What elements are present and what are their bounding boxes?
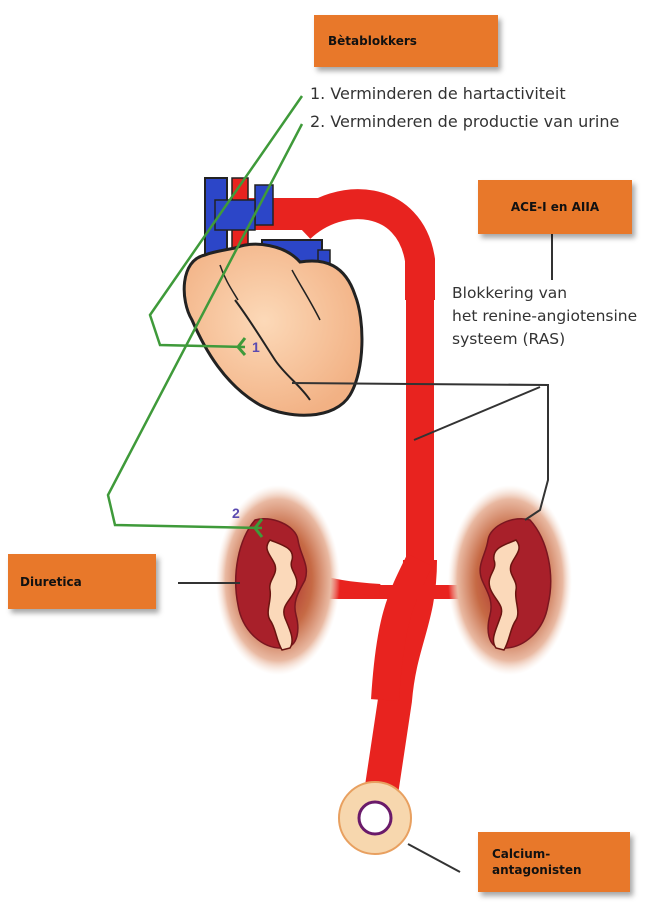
calcium-label: Calcium- antagonisten [478,832,630,892]
marker-kidney: 2 [232,505,240,521]
betablokkers-label-text: Bètablokkers [328,34,417,48]
calcium-label-line1: Calcium- [492,846,582,862]
calcium-label-line2: antagonisten [492,862,582,878]
marker-heart: 1 [252,339,260,355]
right-kidney [448,485,572,675]
diuretica-label-text: Diuretica [20,575,82,589]
artery-cross-section [339,782,411,854]
diuretica-label: Diuretica [8,554,156,609]
heart [184,244,362,415]
ace-effect-line3: systeem (RAS) [452,330,565,348]
betablokker-effect-1: 1. Verminderen de hartactiviteit [310,84,566,103]
ace-effect-line2: het renine-angiotensine [452,307,637,325]
ace-label-text: ACE-I en AIIA [511,200,599,214]
betablokkers-label: Bètablokkers [314,15,498,67]
calcium-pointer-line [408,844,460,872]
ace-effect-line1: Blokkering van [452,284,567,302]
betablokker-effect-2: 2. Verminderen de productie van urine [310,112,619,131]
ace-label: ACE-I en AIIA [478,180,632,234]
